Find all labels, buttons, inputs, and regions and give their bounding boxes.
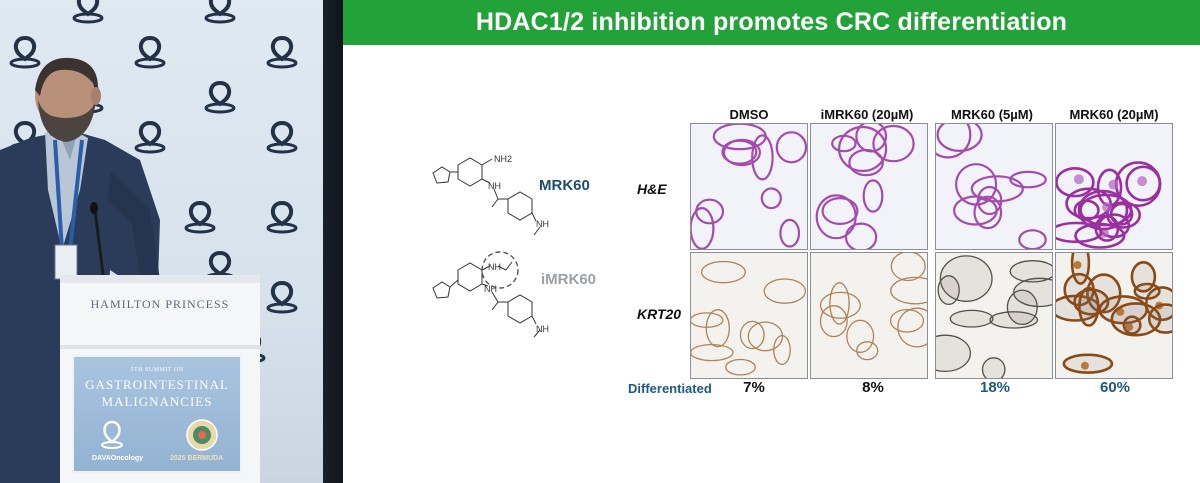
backdrop-logo-icon xyxy=(266,35,298,69)
event-emblem-icon xyxy=(186,419,218,451)
organizer-name: DAVAOncology xyxy=(92,455,144,462)
mrk60-nh-label: NH xyxy=(488,181,501,191)
organizer-logo-icon xyxy=(101,420,123,449)
microscopy-panel-he-2 xyxy=(810,123,928,250)
percent-imrk60-20um: 8% xyxy=(862,379,884,396)
backdrop-logo-icon xyxy=(72,0,104,24)
podium-title-line1: GASTROINTESTINAL xyxy=(85,377,229,392)
column-header-mrk60-20um: MRK60 (20µM) xyxy=(1069,107,1159,122)
backdrop-logo-icon xyxy=(134,120,166,154)
backdrop-logo-icon xyxy=(266,120,298,154)
backdrop-logo-icon xyxy=(204,0,236,24)
podium-event-plate xyxy=(72,355,242,473)
event-name: 2025 BERMUDA xyxy=(170,455,224,462)
podium-venue-name: HAMILTON PRINCESS xyxy=(90,297,230,311)
row-label-krt20: KRT20 xyxy=(637,306,682,322)
speaker-video-panel: HAMILTON PRINCESS 5TH SUMMIT ON GASTROIN… xyxy=(0,0,323,483)
video-divider xyxy=(323,0,343,483)
microscopy-panel-he-4 xyxy=(1055,123,1173,250)
microscopy-panel-krt20-2 xyxy=(810,252,928,379)
differentiated-row-label: Differentiated xyxy=(628,381,712,396)
row-label-he: H&E xyxy=(637,181,667,197)
column-header-dmso: DMSO xyxy=(729,107,769,122)
microscopy-panel-krt20-4 xyxy=(1055,252,1173,379)
backdrop-logo-icon xyxy=(266,200,298,234)
imrk60-structure-diagram: NH NH NH xyxy=(432,251,549,338)
slide-title-bar: HDAC1/2 inhibition promotes CRC differen… xyxy=(343,0,1200,45)
microscopy-panel-krt20-1 xyxy=(690,252,808,379)
imrk60-amide-nh-label: NH xyxy=(484,284,497,294)
mrk60-structure-diagram: NH2 NH NH xyxy=(432,154,549,236)
backdrop-logo-icon xyxy=(9,35,41,69)
modification-highlight-circle xyxy=(481,251,519,289)
percent-mrk60-5um: 18% xyxy=(979,379,1011,396)
percent-dmso: 7% xyxy=(743,379,765,396)
podium-title-line2: MALIGNANCIES xyxy=(101,394,213,409)
mrk60-acetamide-nh-label: NH xyxy=(536,219,549,229)
microscopy-panel-he-3 xyxy=(935,123,1053,250)
backdrop-logo-icon xyxy=(204,80,236,114)
column-header-imrk60-20um: iMRK60 (20µM) xyxy=(820,107,914,122)
presentation-slide: HDAC1/2 inhibition promotes CRC differen… xyxy=(343,0,1200,483)
backdrop-logo-icon xyxy=(134,35,166,69)
mrk60-label: MRK60 xyxy=(539,177,590,194)
slide-title: HDAC1/2 inhibition promotes CRC differen… xyxy=(475,8,1068,36)
mrk60-nh2-label: NH2 xyxy=(494,154,512,164)
microscopy-panel-he-1 xyxy=(690,123,808,250)
podium-summit-text: 5TH SUMMIT ON xyxy=(130,367,184,373)
microscopy-panel-krt20-3 xyxy=(935,252,1053,379)
imrk60-nh-label: NH xyxy=(488,262,501,272)
column-header-mrk60-5um: MRK60 (5µM) xyxy=(951,107,1033,122)
imrk60-label: iMRK60 xyxy=(541,271,597,288)
backdrop-logo-icon xyxy=(184,200,216,234)
backdrop-logo-icon xyxy=(266,280,298,314)
percent-mrk60-20um: 60% xyxy=(1099,379,1131,396)
imrk60-acetamide-nh-label: NH xyxy=(536,324,549,334)
